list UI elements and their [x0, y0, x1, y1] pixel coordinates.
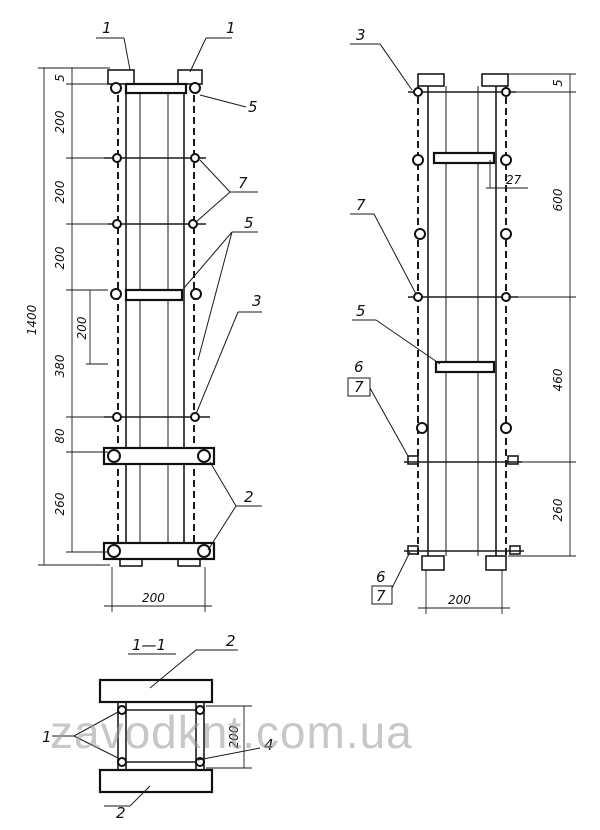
left-dim-width: 200	[142, 591, 165, 605]
right-plate-middle	[434, 360, 496, 374]
section-callout-2-bottom: 2	[116, 804, 126, 822]
right-elevation	[347, 43, 576, 614]
section-plate-top	[98, 678, 214, 704]
section-callout-2-top: 2	[226, 632, 236, 650]
right-dim-seg-1: 600	[551, 188, 565, 211]
left-callout-3: 3	[252, 292, 262, 310]
left-callout-1a: 1	[102, 19, 112, 37]
left-dim-seg-1: 200	[53, 110, 67, 133]
left-dim-seg-5: 80	[53, 428, 67, 444]
left-dim-seg-3: 200	[53, 246, 67, 269]
right-dim-width: 200	[448, 593, 471, 607]
left-dim-seg-2: 200	[53, 180, 67, 203]
right-callout-7b: 7	[354, 378, 364, 396]
left-callout-2: 2	[244, 488, 254, 506]
section-1-1	[52, 649, 261, 807]
right-callout-7a: 7	[356, 196, 366, 214]
right-callout-6b: 6	[376, 568, 386, 586]
section-dim: 200	[227, 725, 241, 748]
left-elevation	[38, 37, 262, 612]
section-callout-1: 1	[42, 728, 52, 746]
left-plate-2-lower	[102, 541, 216, 561]
right-dim-top-gap: 5	[551, 79, 565, 87]
right-dim-seg-2: 460	[551, 368, 565, 391]
watermark: zavodknt.com.ua	[50, 706, 413, 758]
left-dim-total: 1400	[25, 304, 39, 335]
left-plate-top	[124, 82, 188, 95]
left-plate-2-upper	[102, 446, 216, 466]
right-callout-3: 3	[356, 26, 366, 44]
right-callout-7c: 7	[376, 587, 386, 605]
section-title: 1—1	[132, 636, 166, 654]
left-plate-middle	[124, 288, 184, 302]
left-callout-1b: 1	[226, 19, 236, 37]
left-callout-5a: 5	[248, 98, 258, 116]
section-plate-bottom	[98, 768, 214, 794]
right-plate-top	[432, 151, 496, 165]
left-dim-seg-6: 260	[53, 492, 67, 515]
left-dim-inner: 200	[75, 316, 89, 339]
right-dim-small: 27	[506, 173, 522, 187]
left-dim-top-gap: 5	[53, 74, 67, 82]
right-dim-seg-3: 260	[551, 498, 565, 521]
right-callout-6a: 6	[354, 358, 364, 376]
left-callout-5b: 5	[244, 214, 254, 232]
section-callout-4: 4	[264, 736, 274, 754]
left-callout-7: 7	[238, 174, 248, 192]
right-callout-5: 5	[356, 302, 366, 320]
left-dim-seg-4: 380	[53, 354, 67, 377]
